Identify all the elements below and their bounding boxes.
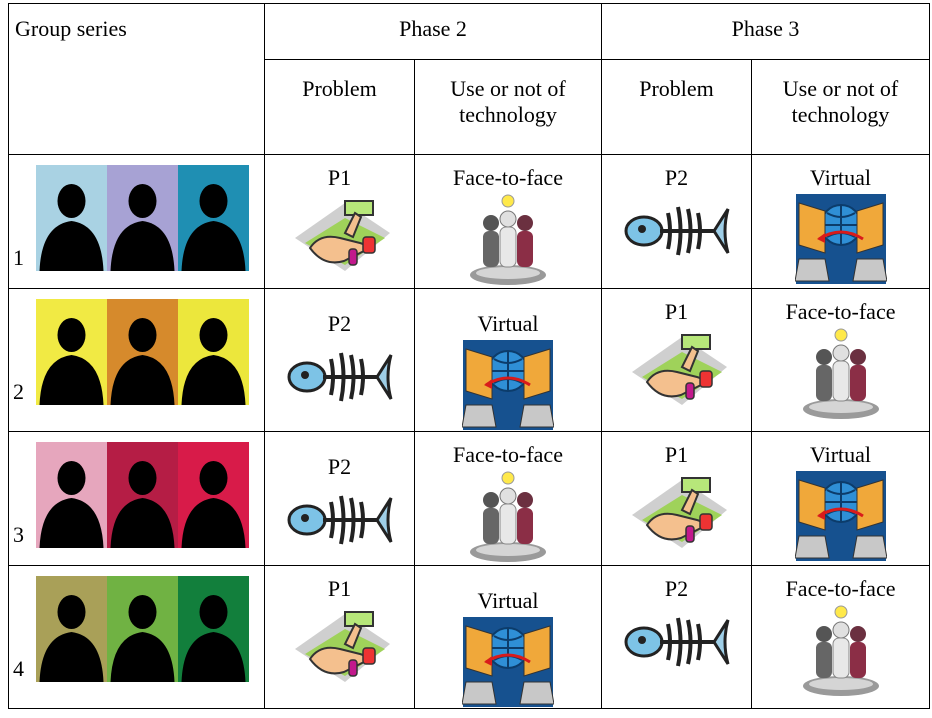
phase3-technology-cell: Face-to-face: [751, 288, 931, 432]
phase2-problem-cell: P2: [264, 431, 415, 566]
cell-label: Virtual: [477, 311, 539, 336]
group-row: 2 P2 Virtual P1 Face-to-face: [8, 288, 931, 432]
phase3-header: Phase 3: [601, 3, 931, 60]
meeting-people-icon: [802, 328, 879, 419]
group-photo: [36, 299, 249, 405]
phase3-technology-cell: Virtual: [751, 431, 931, 566]
phase2-technology-header: Use or not of technology: [413, 59, 603, 155]
group-number: 4: [13, 656, 24, 681]
group-cell: 4: [8, 565, 265, 709]
phase2-technology-cell: Face-to-face: [413, 154, 603, 289]
cell-label: Virtual: [810, 165, 872, 190]
phase2-technology-cell: Virtual: [413, 288, 603, 432]
group-photo: [36, 576, 249, 682]
meeting-people-icon: [470, 194, 546, 285]
phase2-problem-cell: P1: [264, 154, 415, 289]
meeting-people-icon: [802, 605, 879, 696]
cell-label: Virtual: [477, 588, 539, 613]
phase3-problem-cell: P1: [601, 431, 753, 566]
phase3-problem-cell: P1: [601, 288, 753, 432]
cell-label: Virtual: [810, 442, 872, 467]
phase3-technology-header: Use or not of technology: [751, 59, 931, 155]
phase3-problem-cell: P2: [601, 154, 753, 289]
phase2-problem-header: Problem: [264, 59, 415, 155]
group-cell: 3: [8, 431, 265, 566]
group-series-header: Group series: [8, 3, 265, 155]
hand-manicure-icon: [631, 477, 727, 548]
fish-skeleton-icon: [287, 495, 392, 545]
phase3-problem-header: Problem: [601, 59, 753, 155]
phase3-technology-cell: Virtual: [751, 154, 931, 289]
phase2-technology-cell: Face-to-face: [413, 431, 603, 566]
cell-label: Face-to-face: [785, 576, 896, 601]
phase3-problem-cell: P2: [601, 565, 753, 709]
fish-skeleton-icon: [624, 617, 729, 667]
computers-globe-icon: [794, 471, 887, 561]
fish-skeleton-icon: [624, 206, 729, 256]
cell-label: P2: [327, 311, 352, 336]
group-row: 3 P2 Face-to-face P1 Virtual: [8, 431, 931, 566]
phase2-header: Phase 2: [263, 3, 603, 60]
phase2-problem-cell: P2: [264, 288, 415, 432]
cell-label: Face-to-face: [453, 165, 563, 190]
fish-skeleton-icon: [287, 352, 392, 402]
cell-label: Face-to-face: [453, 442, 563, 467]
computers-globe-icon: [462, 617, 554, 707]
meeting-people-icon: [470, 471, 546, 562]
hand-manicure-icon: [294, 611, 390, 682]
hand-manicure-icon: [631, 334, 727, 405]
cell-label: P2: [327, 454, 352, 479]
cell-label: P2: [664, 165, 689, 190]
computers-globe-icon: [462, 340, 554, 430]
cell-label: P1: [327, 165, 352, 190]
group-number: 3: [13, 522, 24, 547]
computers-globe-icon: [794, 194, 887, 284]
group-cell: 2: [8, 288, 265, 432]
phase2-technology-cell: Virtual: [413, 565, 603, 709]
cell-label: P1: [664, 299, 689, 324]
group-row: 1 P1 Face-to-face P2 Virtual: [8, 154, 931, 289]
phase2-problem-cell: P1: [264, 565, 415, 709]
group-number: 1: [13, 245, 24, 270]
group-photo: [36, 165, 249, 271]
hand-manicure-icon: [294, 200, 390, 271]
group-series-table: Group series Phase 2 Phase 3 Problem Use…: [8, 3, 931, 709]
cell-label: P1: [664, 442, 689, 467]
group-photo: [36, 442, 249, 548]
group-row: 4 P1 Virtual P2 Face-to-face: [8, 565, 931, 709]
group-number: 2: [13, 379, 24, 404]
group-cell: 1: [8, 154, 265, 289]
cell-label: P2: [664, 576, 689, 601]
cell-label: Face-to-face: [785, 299, 896, 324]
cell-label: P1: [327, 576, 352, 601]
phase3-technology-cell: Face-to-face: [751, 565, 931, 709]
